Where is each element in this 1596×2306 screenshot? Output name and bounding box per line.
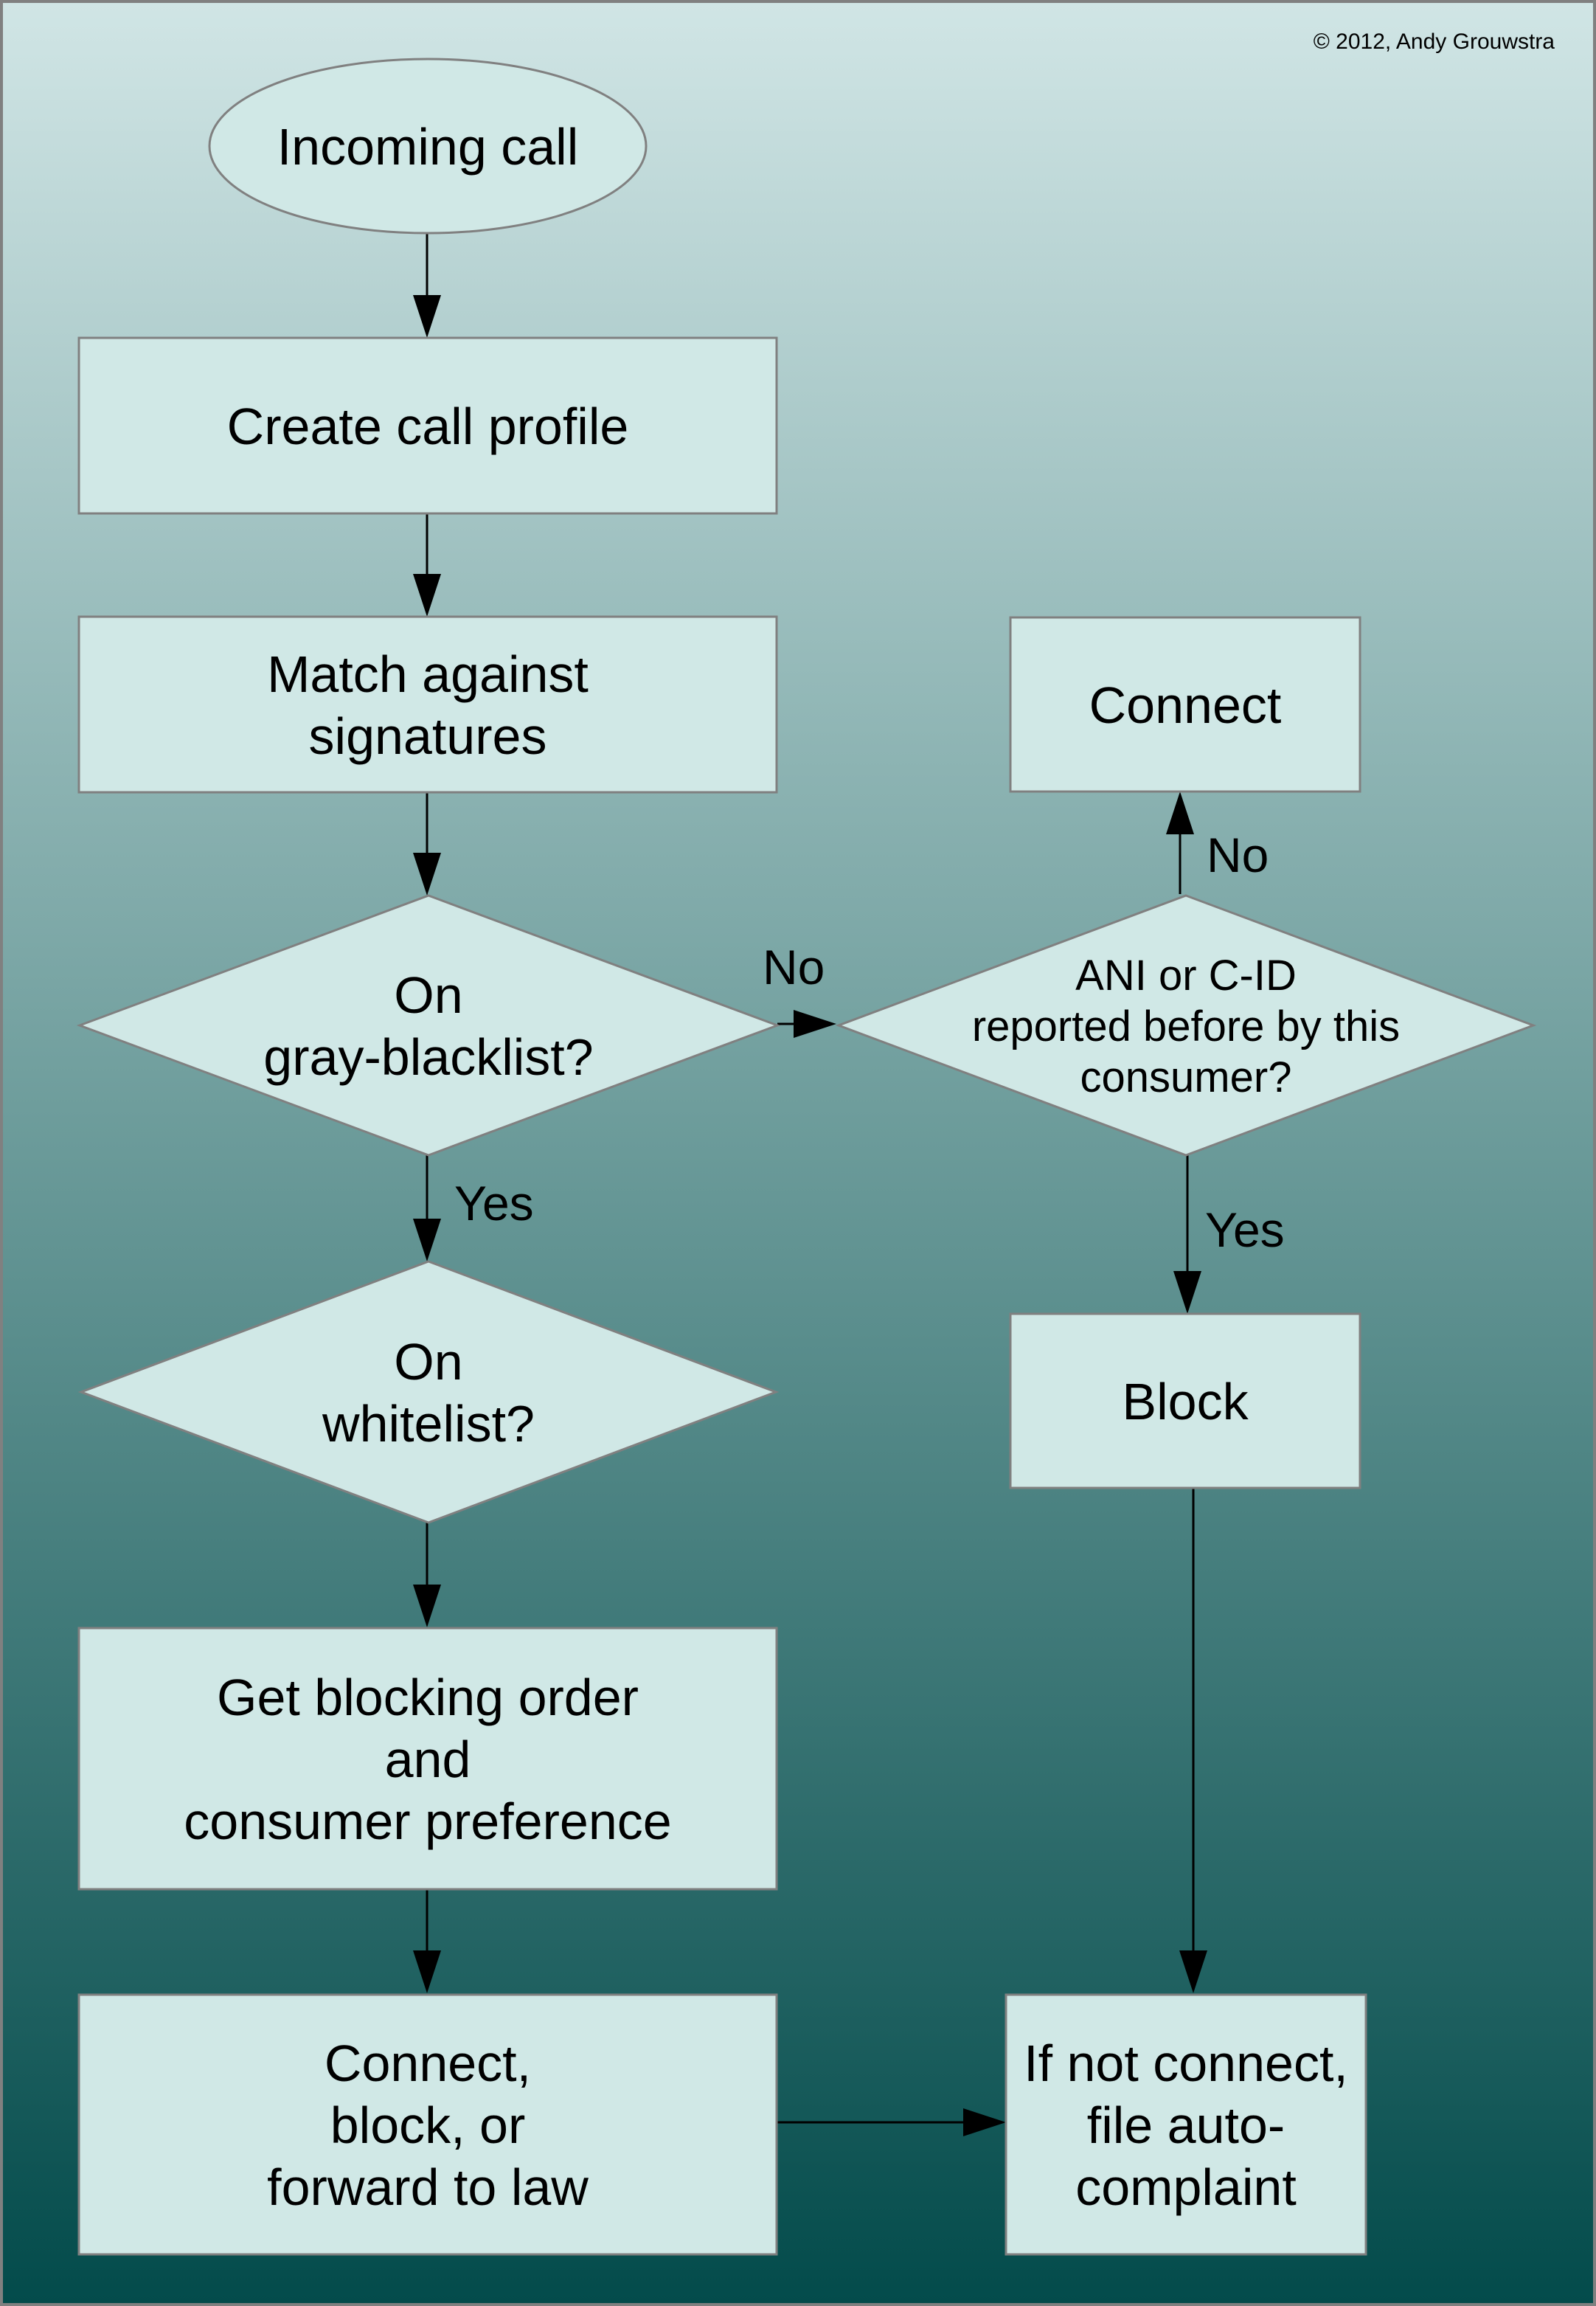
arrowhead-icon: [1179, 1950, 1207, 1993]
node-label-line: complaint: [1075, 2158, 1297, 2216]
arrowhead-icon: [413, 1585, 441, 1627]
decision-shape: [77, 1260, 780, 1524]
node-label-line: consumer?: [1080, 1053, 1292, 1101]
node-label-line: reported before by this: [972, 1003, 1400, 1050]
connector-label: Yes: [1205, 1202, 1285, 1257]
node-label-line: block, or: [330, 2096, 526, 2154]
arrowhead-icon: [413, 574, 441, 617]
connector-ani-reported-to-connect: No: [1166, 792, 1269, 894]
arrowhead-icon: [1166, 792, 1194, 834]
connector-label: Yes: [454, 1176, 534, 1230]
node-label-line: Block: [1122, 1373, 1249, 1430]
arrowhead-icon: [963, 2108, 1006, 2136]
connector-label: No: [1207, 828, 1269, 882]
process-shape: [1005, 1993, 1367, 2256]
node-incoming-call: Incoming call: [208, 58, 648, 235]
node-label-line: gray-blacklist?: [263, 1028, 593, 1086]
decision-shape: [76, 894, 781, 1157]
process-shape: [1009, 616, 1361, 793]
connector-match-signatures-to-gray-blacklist: [413, 792, 441, 896]
node-label-line: Get blocking order: [217, 1669, 639, 1726]
terminator-shape: [208, 58, 648, 235]
connector-get-order-to-connect-block-forward: [413, 1889, 441, 1993]
node-label-line: Incoming call: [277, 118, 579, 176]
node-label-line: If not connect,: [1024, 2035, 1348, 2092]
node-label-line: whitelist?: [322, 1395, 535, 1452]
connector-gray-blacklist-to-whitelist: Yes: [413, 1155, 534, 1261]
node-label-line: On: [394, 1333, 462, 1391]
node-label-line: ANI or C-ID: [1075, 952, 1297, 1000]
node-create-profile: Create call profile: [77, 336, 778, 515]
arrowhead-icon: [1173, 1271, 1201, 1314]
arrowhead-icon: [413, 295, 441, 338]
arrowhead-icon: [413, 1950, 441, 1993]
connector-block-to-auto-complaint: [1179, 1488, 1207, 1993]
connector-create-profile-to-match-signatures: [413, 513, 441, 617]
connector-connect-block-forward-to-auto-complaint: [777, 2108, 1006, 2136]
connector-ani-reported-to-block: Yes: [1173, 1155, 1285, 1314]
process-shape: [77, 1993, 778, 2256]
node-label-line: Connect,: [325, 2035, 531, 2092]
node-label-line: forward to law: [267, 2158, 589, 2216]
copyright-notice: © 2012, Andy Grouwstra: [1313, 30, 1555, 54]
process-shape: [77, 615, 778, 794]
arrowhead-icon: [794, 1010, 836, 1038]
node-label-line: signatures: [309, 707, 547, 765]
node-label-line: and: [385, 1731, 471, 1788]
process-shape: [77, 1627, 778, 1891]
node-label-line: On: [394, 966, 462, 1024]
decision-shape: [835, 894, 1537, 1157]
node-label-line: Create call profile: [227, 398, 629, 455]
node-label-line: file auto-: [1087, 2096, 1285, 2154]
process-shape: [1009, 1312, 1361, 1489]
process-shape: [77, 336, 778, 515]
node-label-line: Connect: [1089, 676, 1282, 734]
node-label-line: Match against: [267, 645, 589, 703]
node-auto-complaint: If not connect,file auto-complaint: [1005, 1993, 1367, 2256]
node-connect: Connect: [1009, 616, 1361, 793]
connector-incoming-call-to-create-profile: [413, 233, 441, 338]
connector-whitelist-to-get-order: [413, 1523, 441, 1627]
connector-label: No: [763, 940, 825, 994]
arrowhead-icon: [413, 1219, 441, 1261]
connector-gray-blacklist-to-ani-reported: No: [763, 940, 836, 1038]
node-block: Block: [1009, 1312, 1361, 1489]
arrowhead-icon: [413, 853, 441, 896]
node-label-line: consumer preference: [184, 1793, 671, 1850]
